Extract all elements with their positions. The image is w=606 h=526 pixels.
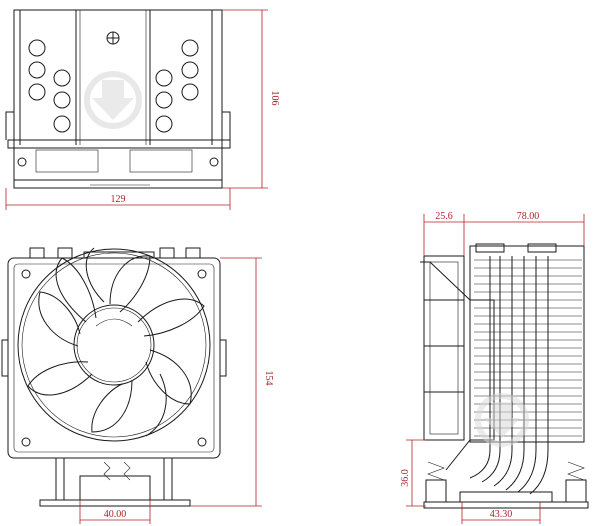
top-view: [5, 9, 231, 189]
fan-blades: [27, 247, 205, 437]
dim-label-106: 106: [269, 91, 280, 106]
watermark-logo-icon: [84, 71, 142, 129]
dim-front-height: 154: [190, 257, 274, 507]
dim-side-base-width: 43.30: [461, 502, 541, 524]
dim-front-base: 40.00: [79, 500, 151, 524]
dim-label-154: 154: [263, 371, 274, 386]
dim-side-top: 25.6 78.00: [423, 211, 585, 256]
dim-label-36: 36.0: [400, 469, 411, 487]
dim-top-height: 106: [222, 9, 280, 189]
dim-side-base-height: 36.0: [400, 439, 426, 507]
dim-label-78: 78.00: [517, 211, 540, 222]
dim-label-40: 40.00: [104, 509, 127, 520]
watermark-logo-icon: [475, 393, 529, 447]
fin-stack: [469, 243, 585, 443]
heatpipes-right: [155, 39, 199, 133]
dim-label-43-3: 43.30: [490, 509, 513, 520]
heatpipes-left: [28, 39, 71, 133]
side-heatpipes: [469, 256, 549, 495]
dim-label-25-6: 25.6: [435, 211, 453, 222]
dim-label-129: 129: [111, 194, 126, 205]
dim-top-width: 129: [5, 188, 231, 210]
mounting-screw-icon: [106, 31, 120, 45]
side-view: [420, 243, 589, 509]
front-view: [1, 247, 227, 507]
top-view-outline: [13, 9, 223, 189]
